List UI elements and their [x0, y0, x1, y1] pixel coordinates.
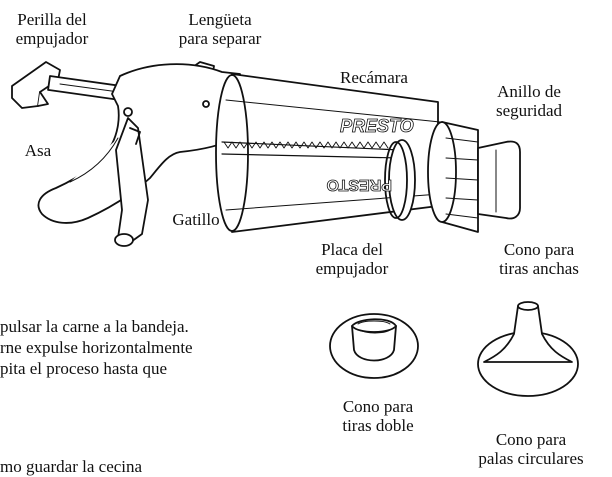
pusher-plate: [384, 139, 416, 221]
rivet: [202, 100, 210, 108]
trigger: [114, 117, 149, 247]
brand-text: PRESTO: [340, 116, 414, 136]
pivot-screw: [123, 107, 133, 117]
nozzle-on-gun: [477, 140, 521, 220]
label-gatillo: Gatillo: [172, 210, 220, 229]
instruction-line-2: rne expulse horizontalmente: [0, 338, 193, 357]
label-recamara: Recámara: [340, 68, 408, 87]
instruction-line-1: pulsar la carne a la bandeja.: [0, 317, 189, 336]
instruction-line-4: mo guardar la cecina: [0, 457, 143, 476]
chamber-tube: [215, 73, 441, 233]
handle-body: [37, 63, 247, 224]
double-strip-cone: [329, 313, 419, 379]
label-asa: Asa: [24, 141, 52, 160]
round-cone: [477, 301, 579, 397]
instruction-line-3: pita el proceso hasta que: [0, 359, 168, 378]
safety-ring: [427, 121, 479, 233]
brand-text-mirrored: PRESTO: [327, 176, 393, 193]
